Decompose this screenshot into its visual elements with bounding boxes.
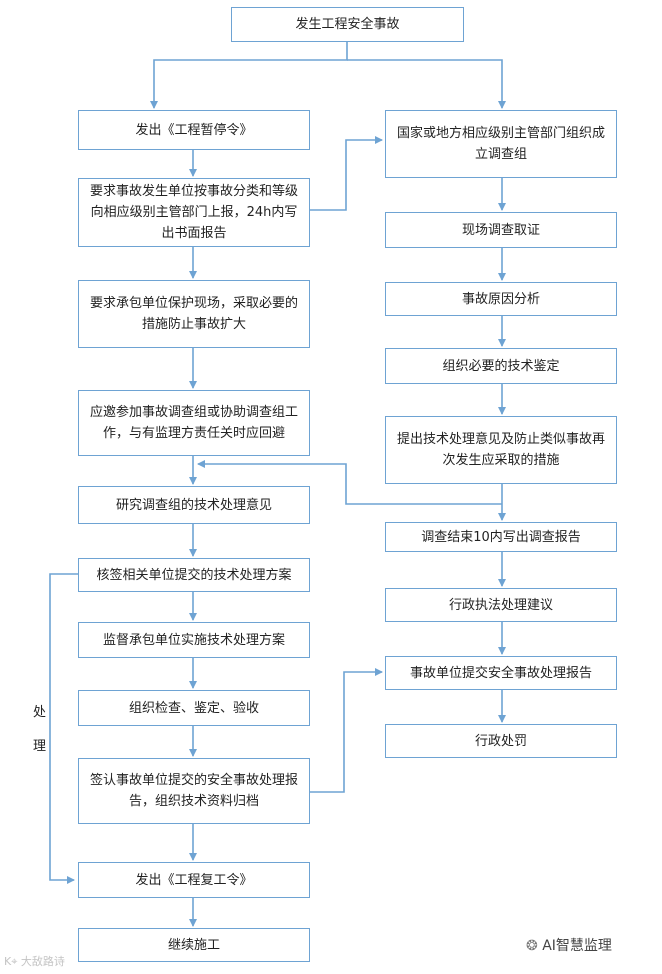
node-study-opinion: 研究调查组的技术处理意见 [78, 486, 310, 524]
wechat-icon: ❂ [526, 938, 538, 954]
node-label: 发出《工程复工令》 [135, 872, 253, 888]
node-label: 调查结束10内写出调查报告 [421, 529, 581, 545]
side-label-char-1: 处 [33, 705, 47, 720]
node-investigation-report: 调查结束10内写出调查报告 [385, 522, 617, 552]
side-label-char-2: 理 [33, 739, 47, 754]
node-submit-report: 事故单位提交安全事故处理报告 [385, 656, 617, 690]
node-tech-appraisal: 组织必要的技术鉴定 [385, 348, 617, 384]
arrow-r5-to-l5 [197, 460, 502, 505]
node-accident-occurs: 发生工程安全事故 [231, 7, 464, 42]
node-label: 核签相关单位提交的技术处理方案 [96, 567, 292, 583]
node-require-report: 要求事故发生单位按事故分类和等级向相应级别主管部门上报，24h内写出书面报告 [78, 178, 310, 247]
node-label: 发生工程安全事故 [295, 17, 400, 32]
node-label: 监督承包单位实施技术处理方案 [102, 632, 285, 648]
node-label: 签认事故单位提交的安全事故处理报告，组织技术资料归档 [89, 773, 298, 809]
watermark-right: ❂ AI智慧监理 [526, 935, 612, 955]
node-supervise-plan: 监督承包单位实施技术处理方案 [78, 622, 310, 658]
node-cause-analysis: 事故原因分析 [385, 282, 617, 316]
node-label: 提出技术处理意见及防止类似事故再次发生应采取的措施 [396, 432, 605, 468]
node-issue-stop-order: 发出《工程暂停令》 [78, 110, 310, 150]
node-admin-penalty: 行政处罚 [385, 724, 617, 758]
arrow-top-to-r1 [347, 59, 506, 109]
node-sign-report: 签认事故单位提交的安全事故处理报告，组织技术资料归档 [78, 758, 310, 824]
node-label: 行政执法处理建议 [448, 597, 553, 613]
node-label: 要求承包单位保护现场，采取必要的措施防止事故扩大 [89, 296, 298, 332]
node-label: 发出《工程暂停令》 [135, 122, 253, 138]
node-label: 组织必要的技术鉴定 [442, 358, 560, 374]
watermark-right-text: AI智慧监理 [542, 938, 612, 954]
node-label: 研究调查组的技术处理意见 [115, 497, 272, 513]
node-label: 国家或地方相应级别主管部门组织成立调查组 [396, 126, 605, 162]
arrow-top-to-l1 [150, 42, 348, 109]
node-label: 事故单位提交安全事故处理报告 [409, 665, 592, 681]
node-label: 继续施工 [167, 937, 220, 953]
node-label: 行政处罚 [474, 733, 527, 749]
watermark-left-text: 大敌路诗 [20, 955, 65, 968]
node-label: 要求事故发生单位按事故分类和等级向相应级别主管部门上报，24h内写出书面报告 [89, 184, 298, 241]
node-label: 组织检查、鉴定、验收 [128, 700, 259, 716]
arrow-process-loop [49, 573, 78, 884]
node-continue-work: 继续施工 [78, 928, 310, 962]
arrow-l2-to-r1 [310, 136, 383, 211]
node-admin-suggestion: 行政执法处理建议 [385, 588, 617, 622]
arrow-l9-to-r8 [310, 668, 383, 793]
node-inspect-accept: 组织检查、鉴定、验收 [78, 690, 310, 726]
node-form-team: 国家或地方相应级别主管部门组织成立调查组 [385, 110, 617, 178]
node-propose-measures: 提出技术处理意见及防止类似事故再次发生应采取的措施 [385, 416, 617, 484]
node-join-investigation: 应邀参加事故调查组或协助调查组工作，与有监理方责任关时应回避 [78, 390, 310, 456]
node-resume-order: 发出《工程复工令》 [78, 862, 310, 898]
node-protect-site: 要求承包单位保护现场，采取必要的措施防止事故扩大 [78, 280, 310, 348]
node-label: 现场调查取证 [461, 222, 540, 238]
node-label: 事故原因分析 [461, 291, 540, 307]
node-label: 应邀参加事故调查组或协助调查组工作，与有监理方责任关时应回避 [89, 405, 298, 441]
node-sign-plan: 核签相关单位提交的技术处理方案 [78, 558, 310, 592]
watermark-logo-icon: K⌖ [4, 955, 18, 968]
node-site-evidence: 现场调查取证 [385, 212, 617, 248]
watermark-left: K⌖ 大敌路诗 [4, 953, 65, 969]
